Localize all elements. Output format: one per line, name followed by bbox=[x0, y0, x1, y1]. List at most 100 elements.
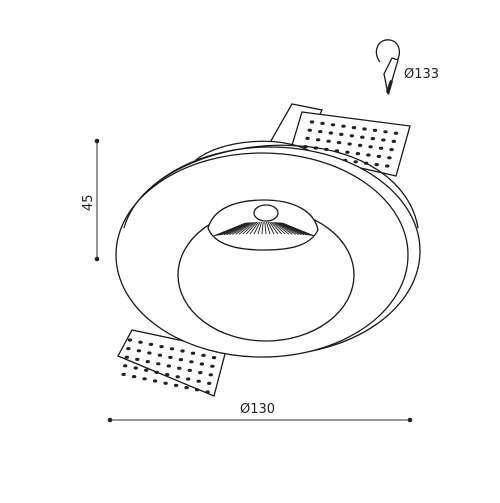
clip-hole bbox=[336, 141, 342, 145]
reflector-fin bbox=[238, 221, 255, 235]
clip-hole bbox=[326, 139, 331, 143]
clip-hole bbox=[357, 143, 363, 147]
reflector-fin bbox=[277, 222, 299, 235]
width-dimension-label: Ø130 bbox=[240, 402, 275, 417]
reflector-fin bbox=[269, 221, 279, 235]
clip-hole bbox=[210, 364, 215, 368]
clip-hole bbox=[320, 121, 325, 125]
reflector-fin bbox=[261, 221, 264, 235]
clip-hole bbox=[178, 358, 184, 362]
clip-hole bbox=[168, 355, 173, 359]
clip-hole bbox=[391, 139, 396, 143]
height-dimension-label: 45 bbox=[81, 194, 96, 211]
clip-hole bbox=[309, 120, 315, 124]
clip-hole bbox=[165, 373, 170, 377]
clip-hole bbox=[157, 353, 163, 357]
reflector-fin bbox=[275, 222, 293, 235]
reflector-fin bbox=[235, 222, 253, 235]
clip-hole bbox=[184, 386, 189, 390]
clip-hole bbox=[318, 130, 323, 134]
clip-hole bbox=[194, 388, 200, 392]
reflector-fin bbox=[242, 221, 256, 235]
reflector-fin bbox=[265, 221, 271, 235]
reflector-fin bbox=[267, 221, 275, 235]
clip-hole bbox=[207, 381, 212, 385]
reflector-fin bbox=[229, 222, 251, 235]
reflector-fin bbox=[264, 221, 267, 235]
reflector-fin bbox=[272, 221, 286, 235]
clip-hole bbox=[205, 390, 210, 394]
clip-hole bbox=[208, 373, 213, 377]
clip-hole bbox=[135, 357, 140, 361]
reflector-fin bbox=[278, 222, 302, 236]
clip-hole bbox=[383, 130, 388, 134]
clip-hole bbox=[315, 138, 321, 142]
reflector-fin bbox=[253, 221, 261, 235]
clip-hole bbox=[198, 371, 203, 375]
clip-hole bbox=[372, 128, 378, 132]
clip-hole bbox=[145, 360, 150, 364]
lamp-reflector bbox=[207, 199, 319, 251]
clip-hole bbox=[127, 338, 133, 342]
clip-hole bbox=[307, 128, 312, 132]
clip-hole bbox=[199, 362, 205, 366]
clip-hole bbox=[389, 148, 394, 152]
clip-hole bbox=[353, 160, 358, 164]
clip-hole bbox=[366, 153, 371, 157]
clip-hole bbox=[163, 381, 168, 385]
clip-hole bbox=[156, 362, 161, 366]
height-dimension bbox=[94, 138, 100, 262]
clip-hole bbox=[368, 145, 373, 149]
clip-hole bbox=[351, 126, 357, 130]
clip-hole bbox=[305, 136, 310, 140]
clip-hole bbox=[123, 364, 128, 368]
clip-hole bbox=[190, 351, 196, 355]
clip-hole bbox=[142, 377, 147, 381]
lamp-lens bbox=[253, 204, 279, 222]
clip-hole bbox=[166, 364, 171, 368]
clip-hole bbox=[169, 347, 175, 351]
clip-hole bbox=[177, 366, 182, 370]
clip-hole bbox=[330, 123, 336, 127]
clip-hole bbox=[196, 379, 201, 383]
clip-hole bbox=[131, 375, 137, 379]
clip-hole bbox=[341, 124, 346, 128]
clip-hole bbox=[186, 377, 191, 381]
clip-hole bbox=[345, 150, 350, 154]
clip-hole bbox=[385, 164, 390, 168]
reflector-fin bbox=[273, 221, 290, 235]
reflector-fin bbox=[283, 223, 315, 237]
clip-hole bbox=[339, 132, 344, 136]
reflector-fin bbox=[276, 222, 296, 235]
reflector-fin bbox=[270, 221, 283, 235]
reflector-fins bbox=[213, 221, 315, 237]
reflector-fin bbox=[257, 221, 263, 235]
clip-hole bbox=[347, 142, 352, 146]
reflector-fin bbox=[232, 222, 252, 235]
clip-holes-lower bbox=[121, 338, 217, 394]
clip-hole bbox=[376, 154, 382, 158]
cutout-drill-icon bbox=[375, 39, 401, 95]
clip-hole bbox=[370, 137, 375, 141]
clip-hole bbox=[378, 146, 384, 150]
clip-hole bbox=[349, 134, 354, 138]
clip-hole bbox=[393, 131, 399, 135]
clip-hole bbox=[147, 351, 152, 355]
clip-hole bbox=[355, 152, 361, 156]
clip-hole bbox=[138, 340, 143, 344]
clip-hole bbox=[211, 356, 217, 360]
reflector-fin bbox=[226, 222, 250, 236]
clip-hole bbox=[159, 345, 164, 349]
clip-hole bbox=[152, 379, 158, 383]
clip-hole bbox=[126, 347, 131, 351]
clip-hole bbox=[374, 163, 379, 167]
clip-hole bbox=[189, 360, 194, 364]
clip-hole bbox=[180, 349, 185, 353]
clip-hole bbox=[387, 156, 392, 160]
clip-hole bbox=[173, 383, 179, 387]
clip-hole bbox=[201, 353, 206, 357]
cutout-diameter-label: Ø133 bbox=[404, 67, 439, 82]
clip-hole bbox=[328, 131, 333, 135]
clip-hole bbox=[187, 368, 192, 372]
